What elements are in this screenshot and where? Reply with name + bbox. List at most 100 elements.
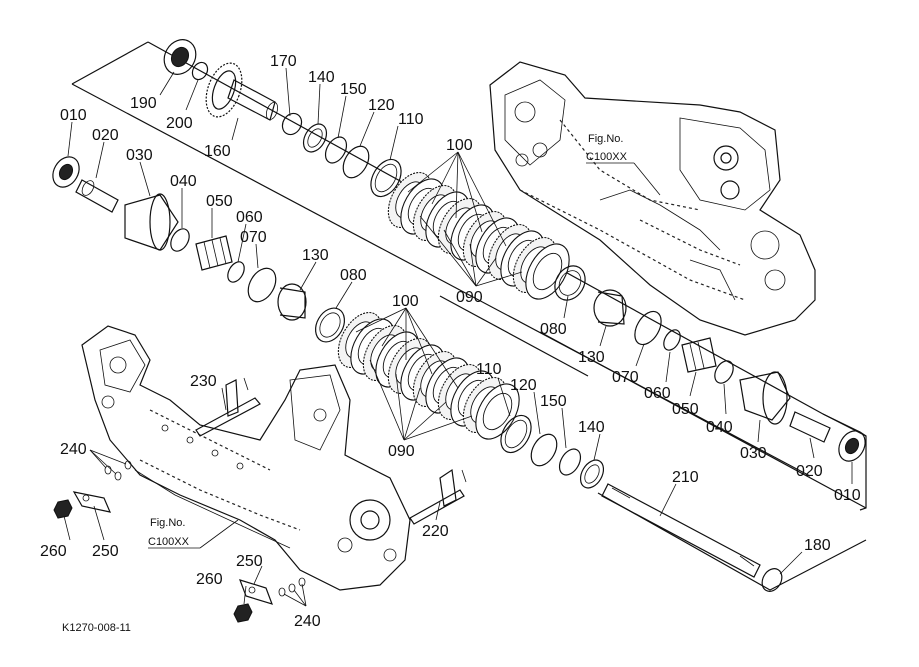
label-050a: 050: [206, 193, 233, 210]
clutch-pack-lower: [337, 311, 520, 440]
ring-150a: [324, 136, 348, 164]
fig-ref-lower-line1: Fig.No.: [150, 517, 185, 529]
label-040a: 040: [170, 173, 197, 190]
collar-170: [281, 112, 303, 136]
drawing-code: K1270-008-11: [62, 622, 131, 634]
washer-110a: [370, 158, 402, 198]
nut-260a: [53, 499, 73, 519]
pins-240a: [104, 460, 132, 481]
label-010a: 010: [60, 107, 87, 124]
label-050b: 050: [672, 401, 699, 418]
washer-140b: [579, 459, 605, 489]
collar-200: [191, 61, 209, 81]
drum-130b: [593, 289, 627, 327]
label-030b: 030: [740, 445, 767, 462]
label-240b: 240: [294, 613, 321, 630]
label-020a: 020: [92, 127, 119, 144]
bushing-180: [761, 568, 783, 592]
bearing-010b: [838, 430, 866, 462]
label-230: 230: [190, 373, 217, 390]
shift-rod-230: [195, 377, 261, 437]
label-130b: 130: [578, 349, 605, 366]
clutch-pack-upper: [387, 171, 570, 300]
label-090a: 090: [456, 289, 483, 306]
fig-ref-lower-line2: C100XX: [148, 536, 190, 548]
label-080a: 080: [340, 267, 367, 284]
spring-050a: [195, 235, 233, 271]
spline-shaft-020a: [75, 179, 119, 213]
label-140a: 140: [308, 69, 335, 86]
clutch-disc-bore: [532, 252, 563, 291]
long-shaft-210: [601, 483, 761, 578]
plate-250b: [239, 579, 273, 605]
label-200: 200: [166, 115, 193, 132]
bearing-190: [163, 39, 197, 75]
snap-ring-070b: [634, 310, 662, 346]
label-220: 220: [422, 523, 449, 540]
label-240a: 240: [60, 441, 87, 458]
spline-shaft-020b: [789, 411, 831, 443]
label-060b: 060: [644, 385, 671, 402]
label-020b: 020: [796, 463, 823, 480]
clutch-disc-bore: [482, 392, 513, 431]
label-260b: 260: [196, 571, 223, 588]
ring-080b: [554, 265, 586, 301]
label-100b: 100: [392, 293, 419, 310]
lower-housing-casting: [81, 325, 411, 591]
hub-030b: [739, 371, 791, 425]
fig-ref-upper-line1: Fig.No.: [588, 133, 623, 145]
nut-260b: [233, 603, 253, 623]
label-040b: 040: [706, 419, 733, 436]
snap-ring-070a: [247, 267, 277, 303]
ring-080a: [314, 307, 346, 343]
label-110b: 110: [476, 361, 502, 378]
snap-ring-120a: [342, 145, 370, 179]
label-190: 190: [130, 95, 157, 112]
label-110a: 110: [398, 111, 424, 128]
fig-ref-upper-line2: C100XX: [586, 151, 628, 163]
label-210: 210: [672, 469, 699, 486]
upper-housing-casting: [489, 61, 816, 336]
upper-assembly-frame: [71, 41, 867, 511]
label-100a: 100: [446, 137, 473, 154]
label-090b: 090: [388, 443, 415, 460]
label-120b: 120: [510, 377, 537, 394]
fig-ref-upper: Fig.No. C100XX: [586, 133, 661, 196]
drum-130a: [277, 283, 307, 321]
washer-040b: [714, 360, 734, 384]
snap-ring-120b: [530, 433, 558, 467]
spring-050b: [681, 337, 717, 373]
leader-lines: [63, 67, 853, 607]
ring-150b: [558, 448, 582, 476]
washer-060a: [227, 261, 245, 283]
label-180: 180: [804, 537, 831, 554]
bearing-010a: [52, 156, 80, 188]
label-250a: 250: [92, 543, 119, 560]
washer-110b: [500, 414, 532, 454]
label-130a: 130: [302, 247, 329, 264]
plate-250a: [72, 491, 112, 513]
label-150a: 150: [340, 81, 367, 98]
fig-ref-lower: Fig.No. C100XX: [148, 517, 239, 549]
label-170: 170: [270, 53, 297, 70]
label-150b: 150: [540, 393, 567, 410]
label-080b: 080: [540, 321, 567, 338]
gear-shaft-160: [205, 62, 279, 121]
label-070a: 070: [240, 229, 267, 246]
label-010b: 010: [834, 487, 861, 504]
label-030a: 030: [126, 147, 153, 164]
washer-040a: [170, 228, 190, 252]
label-120a: 120: [368, 97, 395, 114]
label-250b: 250: [236, 553, 263, 570]
pins-240b: [278, 577, 306, 597]
label-070b: 070: [612, 369, 639, 386]
label-140b: 140: [578, 419, 605, 436]
lower-assembly-frame: [439, 295, 867, 591]
label-060a: 060: [236, 209, 263, 226]
fork-220: [409, 468, 467, 525]
hub-030a: [124, 193, 179, 251]
part-labels: 190 200 160 170 140 150 120 110 010 020 …: [40, 53, 861, 630]
washer-140a: [302, 123, 328, 153]
label-160: 160: [204, 143, 231, 160]
